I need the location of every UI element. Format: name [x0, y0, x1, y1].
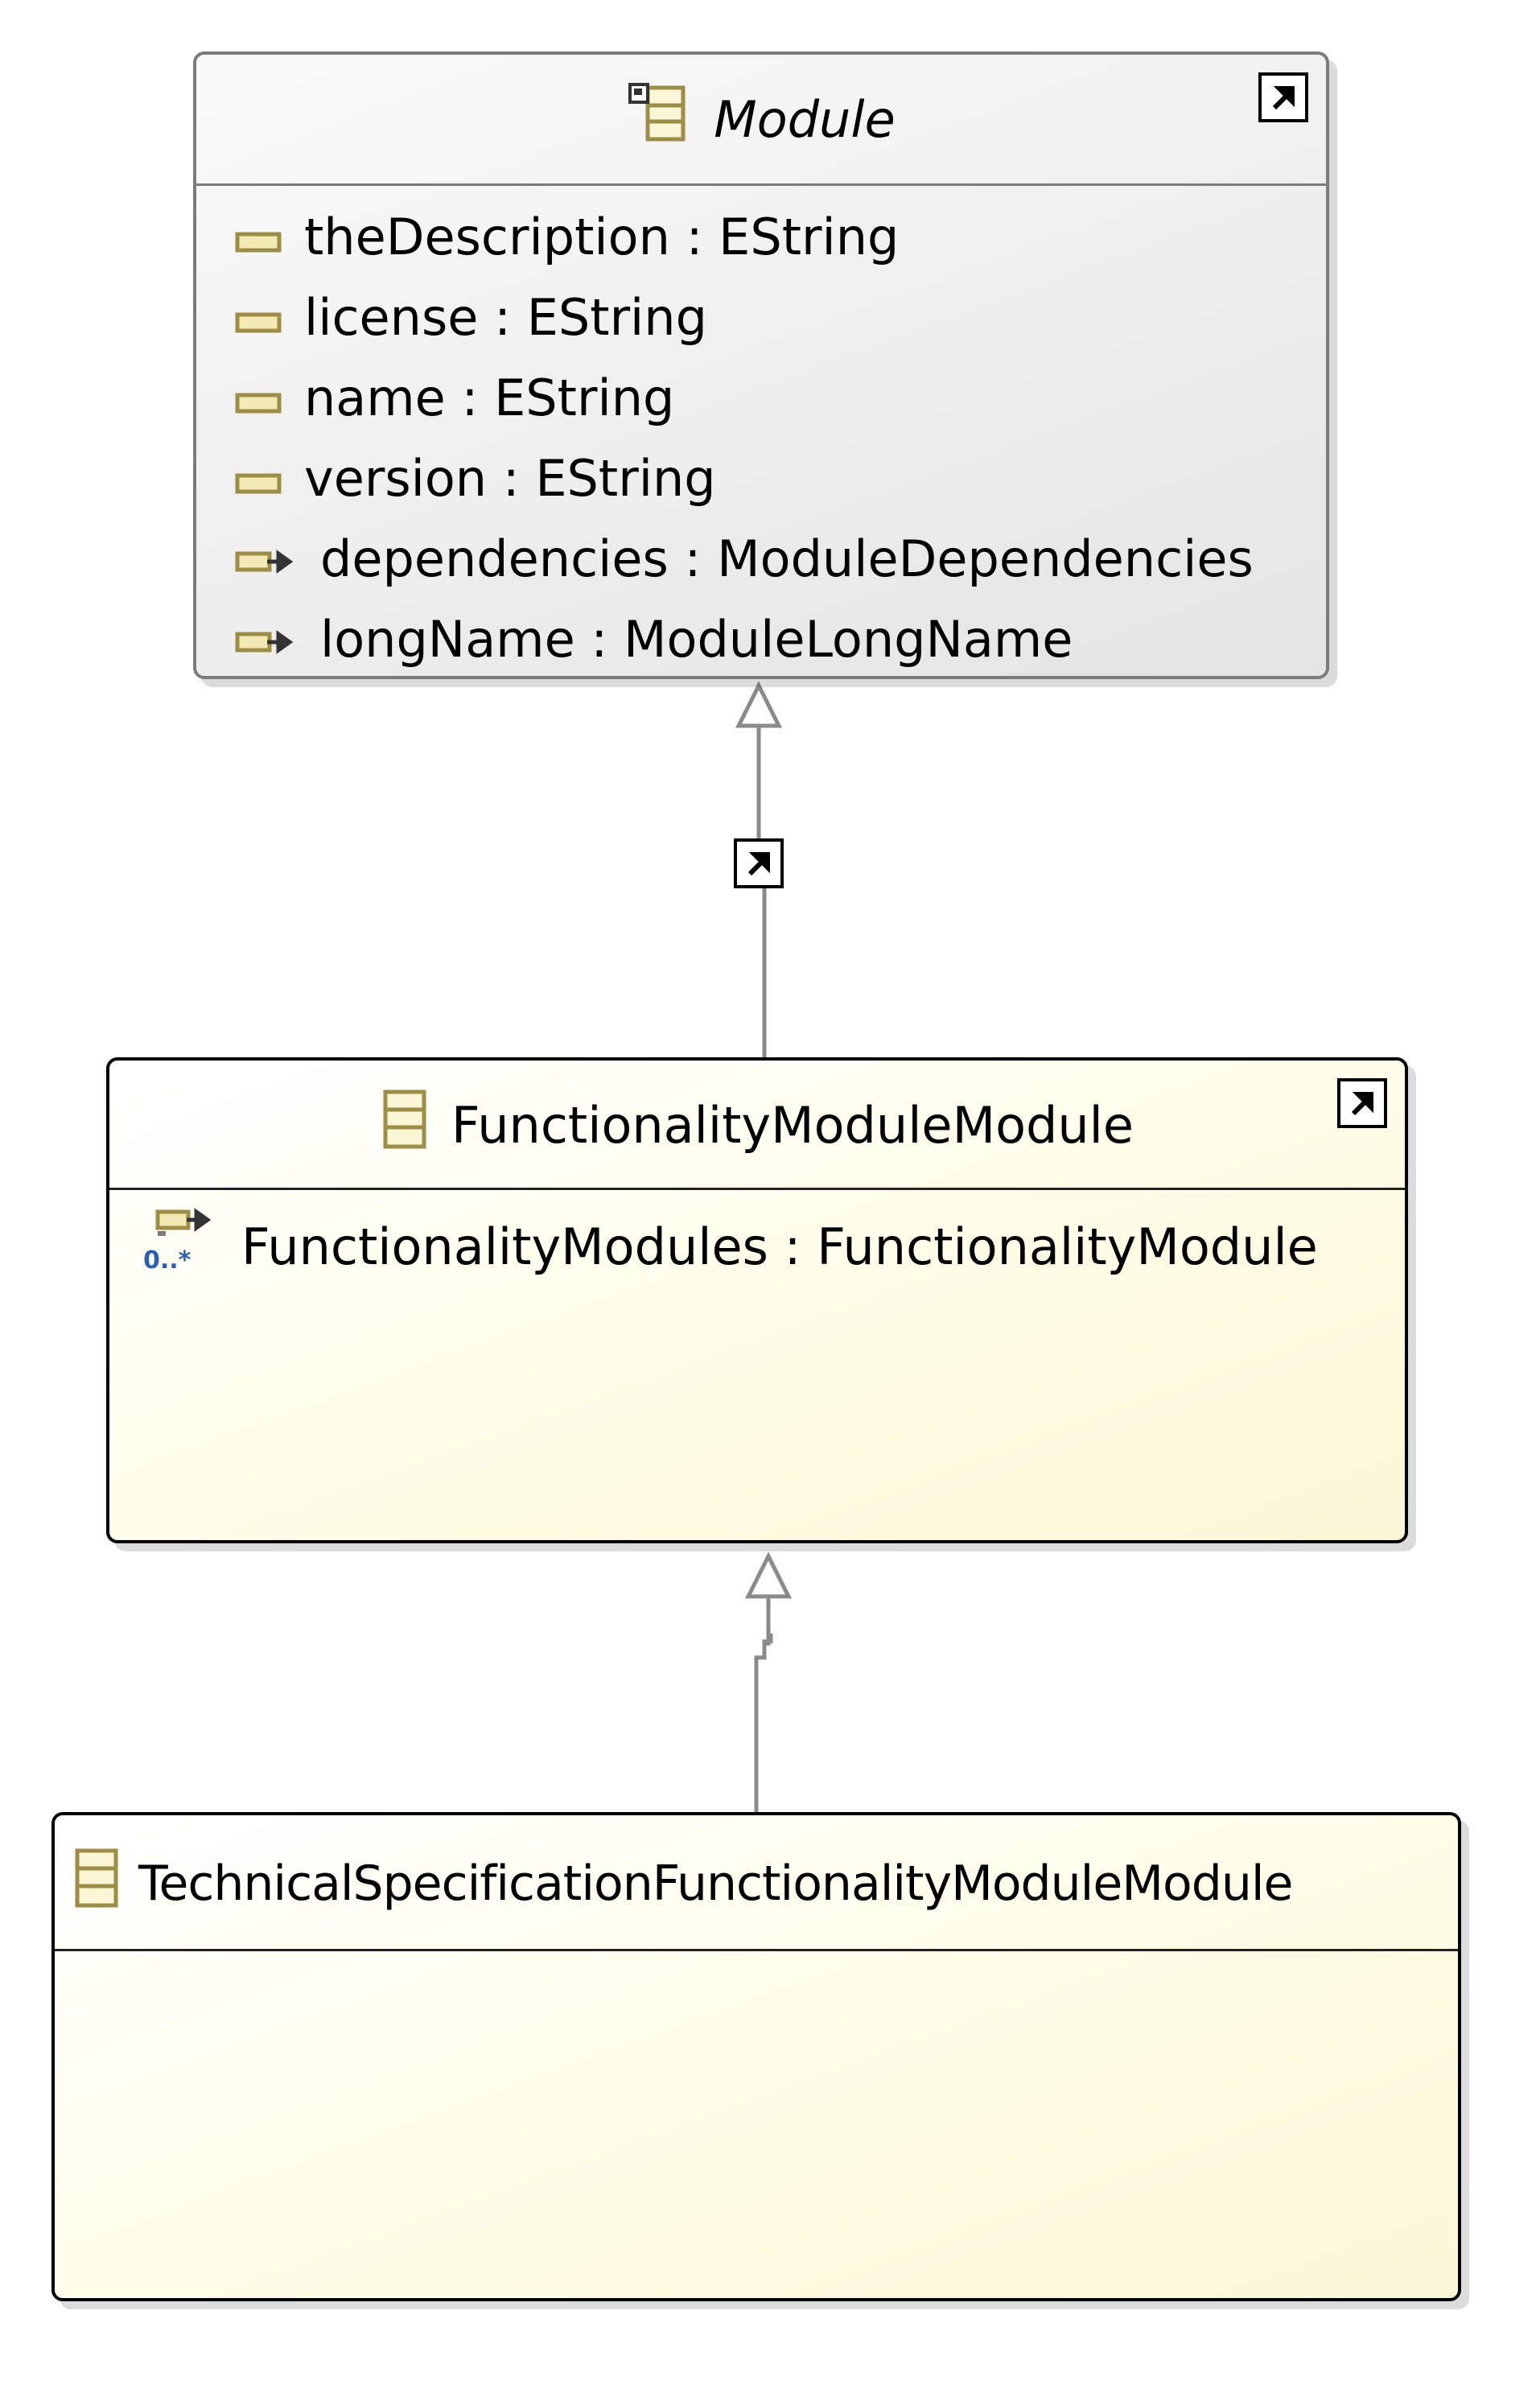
reference-label: longName : ModuleLongName: [320, 610, 1073, 669]
reference-icon: [235, 610, 298, 669]
class-name: Module: [714, 89, 896, 149]
reference-row[interactable]: 0..* FunctionalityModules : Functionalit…: [142, 1207, 1318, 1287]
attribute-icon: [235, 208, 282, 266]
attribute-label: name : EString: [304, 369, 675, 427]
class-functionality-module-module[interactable]: FunctionalityModuleModule 0..* Functiona…: [106, 1057, 1408, 1543]
class-header: TechnicalSpecificationFunctionalityModul…: [55, 1815, 1458, 1952]
generalization-tech-to-fmm[interactable]: [744, 1551, 793, 1820]
abstract-class-icon: [627, 81, 691, 158]
reference-row[interactable]: longName : ModuleLongName: [235, 610, 1073, 669]
attribute-icon: [235, 288, 282, 347]
reference-icon: [235, 529, 298, 588]
separator: [55, 1949, 1458, 1951]
class-header: FunctionalityModuleModule: [109, 1061, 1405, 1189]
attribute-row[interactable]: version : EString: [235, 449, 716, 508]
reference-row[interactable]: dependencies : ModuleDependencies: [235, 529, 1254, 588]
attribute-label: version : EString: [304, 449, 716, 508]
class-header: Module: [196, 55, 1326, 183]
expand-icon[interactable]: [1258, 72, 1308, 122]
attribute-row[interactable]: name : EString: [235, 369, 674, 427]
expand-icon[interactable]: [1337, 1078, 1387, 1128]
attribute-row[interactable]: theDescription : EString: [235, 208, 899, 266]
class-technical-specification[interactable]: TechnicalSpecificationFunctionalityModul…: [51, 1812, 1461, 2301]
connector-expand-icon[interactable]: [734, 838, 784, 888]
attribute-label: license : EString: [304, 288, 707, 347]
class-module[interactable]: Module theDescription : EString license …: [193, 51, 1329, 679]
reference-label: dependencies : ModuleDependencies: [320, 529, 1254, 588]
class-icon: [72, 1846, 121, 1922]
attribute-icon: [235, 369, 282, 427]
separator: [196, 183, 1326, 186]
many-reference-icon: 0..*: [142, 1207, 219, 1287]
separator: [109, 1188, 1405, 1190]
attribute-icon: [235, 449, 282, 508]
attribute-label: theDescription : EString: [304, 208, 900, 266]
svg-text:0..*: 0..*: [143, 1246, 191, 1275]
class-icon: [381, 1087, 429, 1164]
class-name: FunctionalityModuleModule: [451, 1095, 1134, 1155]
class-name: TechnicalSpecificationFunctionalityModul…: [138, 1856, 1293, 1912]
reference-label: FunctionalityModules : FunctionalityModu…: [241, 1217, 1318, 1276]
attribute-row[interactable]: license : EString: [235, 288, 707, 347]
